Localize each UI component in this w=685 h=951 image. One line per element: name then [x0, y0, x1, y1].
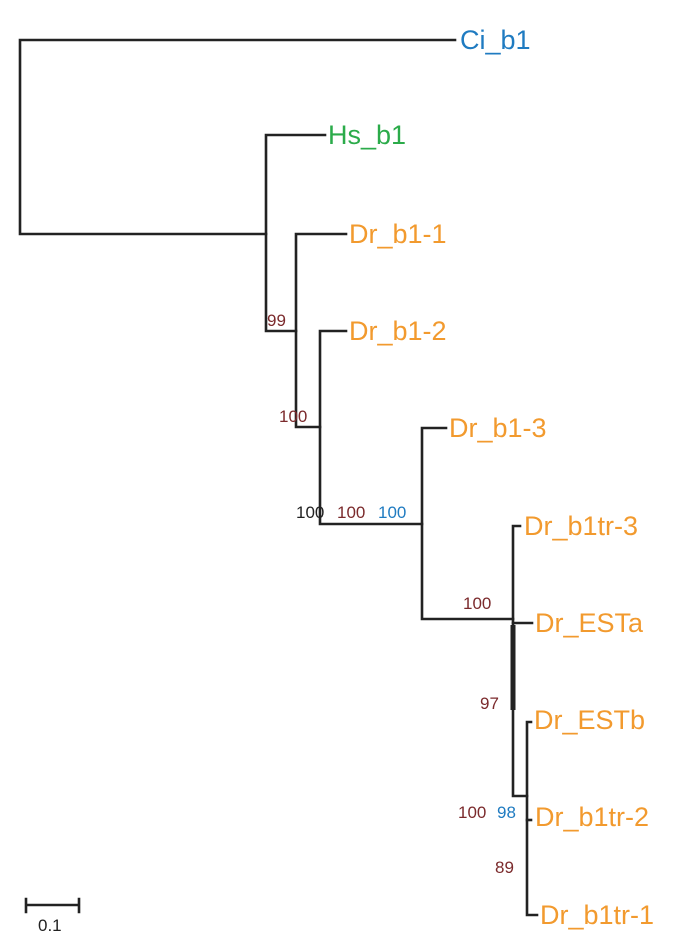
bootstrap-100-red: 100: [337, 503, 365, 522]
leaf-dr-b1tr-3: Dr_b1tr-3: [524, 511, 638, 541]
bootstrap-100-a: 100: [279, 407, 307, 426]
bootstrap-100-c: 100: [463, 594, 491, 613]
leaf-dr-b1tr-2: Dr_b1tr-2: [535, 802, 649, 832]
bootstrap-99: 99: [267, 311, 286, 330]
leaf-dr-b1-3: Dr_b1-3: [449, 413, 547, 443]
node-b1-2-branch: [318, 329, 424, 526]
leaf-hs-b1: Hs_b1: [328, 120, 406, 150]
bootstrap-89: 89: [495, 858, 514, 877]
leaf-labels: Ci_b1 Hs_b1 Dr_b1-1 Dr_b1-2 Dr_b1-3 Dr_b…: [328, 25, 654, 930]
bootstrap-100-blue: 100: [378, 503, 406, 522]
bootstrap-values: 99 100 100 100 100 100 97 100 98 89: [267, 311, 516, 877]
leaf-dr-b1-2: Dr_b1-2: [349, 316, 447, 346]
node-b1-3-branch: [420, 426, 515, 621]
bootstrap-100-black: 100: [296, 503, 324, 522]
node-hs-branch: [264, 133, 327, 333]
leaf-dr-estb: Dr_ESTb: [534, 705, 645, 735]
leaf-dr-b1tr-1: Dr_b1tr-1: [540, 900, 654, 930]
scale-bar: 0.1: [24, 897, 81, 935]
scale-bar-label: 0.1: [38, 916, 62, 935]
scale-bar-line: [24, 897, 81, 914]
bootstrap-100-d: 100: [458, 803, 486, 822]
bootstrap-98: 98: [497, 803, 516, 822]
root-branch: [18, 38, 457, 236]
bootstrap-97: 97: [480, 694, 499, 713]
leaf-dr-esta: Dr_ESTa: [535, 608, 644, 638]
node-estb-branch: [525, 720, 539, 917]
leaf-ci-b1: Ci_b1: [460, 25, 531, 55]
tree-branches: [18, 38, 539, 917]
leaf-dr-b1-1: Dr_b1-1: [349, 219, 447, 249]
node-b1-1-branch: [294, 232, 348, 429]
